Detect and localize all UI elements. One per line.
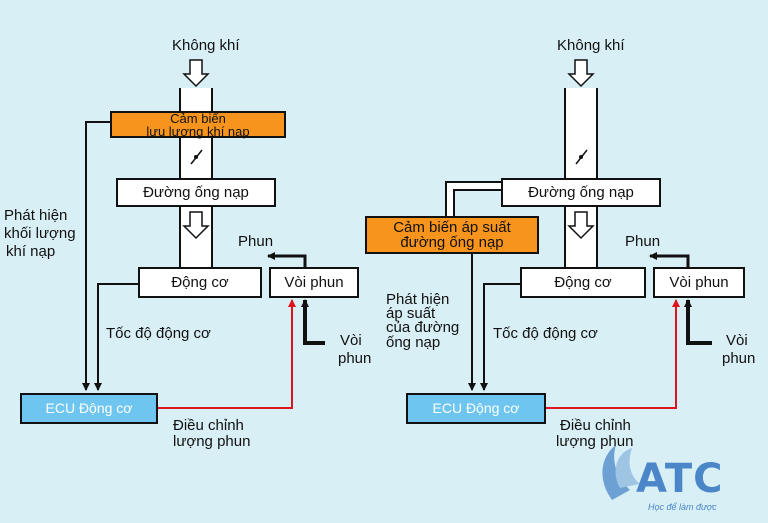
right-detect-4: ống nạp [386,334,441,351]
right-injector-in-1: Vòi [726,332,748,349]
left-detect-3: khí nạp [6,243,56,260]
right-speed-label: Tốc độ động cơ [493,325,598,342]
logo-icon [602,445,640,500]
right-injector-box: Vòi phun [653,267,745,298]
left-intake-box: Đường ống nạp [116,178,276,207]
right-air-arrow-icon [567,59,595,88]
right-air-label: Không khí [557,37,625,54]
logo-sub: Học để làm được [648,502,717,512]
right-detect-1: Phát hiện [386,291,450,308]
right-adjust-1: Điều chỉnh [560,417,631,434]
left-spray-label: Phun [238,233,274,250]
right-spray-label: Phun [625,233,661,250]
left-speed-label: Tốc độ động cơ [106,325,211,342]
right-sensor-line2: đường ống nạp [400,234,504,251]
left-injector-in-2: phun [338,350,372,367]
right-adjust-2: lượng phun [556,433,634,450]
left-injector-in-1: Vòi [340,332,362,349]
right-flow-arrow-icon [567,211,595,240]
left-adjust-2: lượng phun [173,433,251,450]
right-injector-in-2: phun [722,350,756,367]
left-engine-box: Động cơ [138,267,262,298]
left-adjust-1: Điều chỉnh [173,417,244,434]
right-detect-2: áp suất [386,305,436,322]
left-diagram [82,59,325,409]
left-ecu-box: ECU Động cơ [20,393,158,424]
left-airflow-sensor: Cảm biến lưu lượng khí nạp [110,111,286,138]
right-detect-3: của đường [386,319,460,336]
left-flow-arrow-icon [182,211,210,240]
right-diagram [445,59,712,409]
left-sensor-line2: lưu lượng khí nạp [146,123,250,139]
left-sensor-line1: Cảm biến [170,110,226,126]
right-intake-box: Đường ống nạp [501,178,661,207]
left-injector-box: Vòi phun [269,267,359,298]
right-sensor-line1: Cảm biến áp suất [393,219,511,236]
left-air-arrow-icon [182,59,210,88]
right-ecu-box: ECU Động cơ [406,393,546,424]
right-pressure-sensor: Cảm biến áp suất đường ống nạp [365,216,539,254]
left-detect-2: khối lượng [4,225,76,242]
left-detect-1: Phát hiện [4,207,68,224]
left-air-label: Không khí [172,37,240,54]
right-engine-box: Động cơ [520,267,646,298]
logo-text: ATC [636,456,724,502]
